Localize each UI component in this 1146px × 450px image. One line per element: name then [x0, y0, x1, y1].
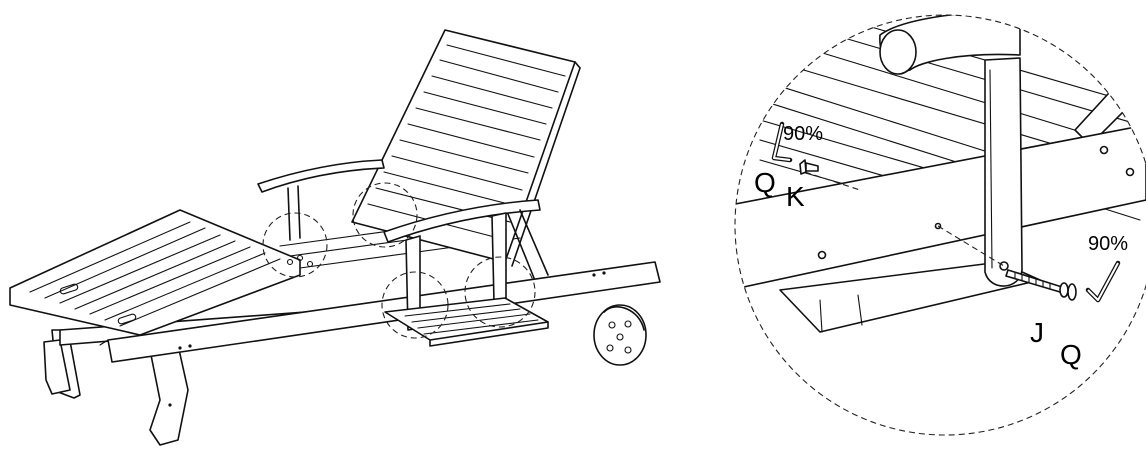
support-strut — [519, 209, 549, 276]
hinge-hole — [296, 254, 304, 262]
detail-rail-hole — [817, 250, 827, 260]
wheel-bolt — [608, 321, 616, 329]
part-label-j: J — [1030, 317, 1044, 348]
support-strut — [507, 213, 535, 279]
screw-k — [799, 159, 819, 175]
wheel-bolt — [616, 333, 624, 341]
detail-zoom — [735, 15, 1146, 333]
part-label-k: K — [786, 181, 805, 212]
tray-edge — [429, 321, 549, 347]
side-rail-front — [107, 261, 661, 363]
foot-section — [9, 209, 301, 336]
detail-armrest-end — [879, 29, 917, 75]
armrest-back — [257, 159, 385, 193]
detail-guide — [937, 225, 1005, 267]
backrest — [351, 29, 576, 263]
wheel-bolt — [606, 344, 614, 352]
rail-hole — [592, 273, 596, 277]
backrest-slats — [367, 44, 566, 241]
detail-circle-rear — [464, 256, 536, 328]
backrest-edge — [574, 61, 581, 69]
armrest-front — [383, 199, 541, 243]
detail-circle-hinge — [262, 212, 328, 278]
bolt-j — [1005, 269, 1077, 301]
rail-hole — [188, 344, 192, 348]
foot-slats — [29, 221, 281, 327]
hinge-hole — [306, 260, 314, 268]
detail-post-edge — [989, 69, 993, 269]
part-label-q-left: Q — [754, 167, 776, 198]
angle-label-right: 90% — [1088, 233, 1128, 255]
detail-block-edge — [819, 299, 823, 333]
rail-end — [99, 339, 109, 346]
hex-key-right-inner — [1087, 262, 1119, 301]
front-leg — [149, 344, 189, 446]
detail-rail-hole — [1099, 145, 1109, 155]
lounger-overview — [9, 29, 661, 446]
detail-rail-hole — [1125, 167, 1135, 177]
rear-leg-lower — [43, 339, 71, 395]
detail-circle-back — [352, 182, 418, 248]
wheel-bolt — [624, 320, 632, 328]
detail-block-edge — [857, 294, 863, 326]
backrest-edge — [511, 67, 581, 267]
detail-rail-hole — [934, 222, 942, 230]
wheel-rim — [603, 306, 645, 331]
detail-post — [984, 57, 1023, 287]
handle-slot — [59, 283, 79, 295]
wheel-bolt — [624, 346, 632, 354]
tray-slats — [404, 303, 539, 335]
part-label-q-right: Q — [1060, 339, 1082, 370]
leg-hole — [168, 403, 172, 407]
detail-circle-front — [381, 271, 449, 339]
rail-hole — [602, 271, 606, 275]
handle-slot — [117, 313, 137, 325]
rail-hole — [178, 346, 182, 350]
hex-key-left-inner — [773, 123, 791, 161]
hinge-hole — [286, 258, 294, 266]
wheel — [593, 304, 647, 366]
detail-post-hole — [999, 261, 1009, 271]
angle-label-left: 90% — [783, 123, 823, 145]
armrest-post — [297, 185, 301, 239]
